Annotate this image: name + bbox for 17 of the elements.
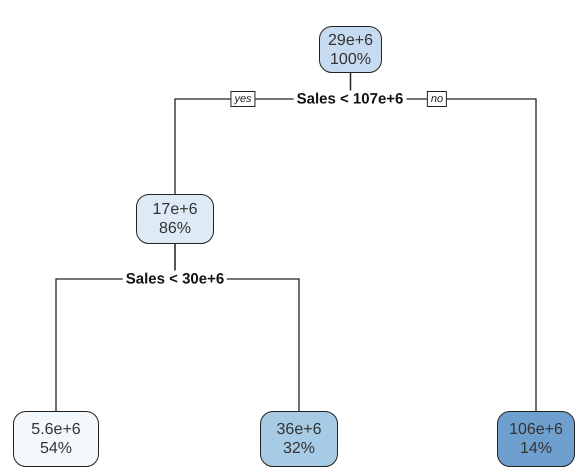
- tree-node: [260, 411, 338, 467]
- node-percent: 32%: [282, 439, 316, 458]
- tree-node: [319, 26, 382, 73]
- node-value: 17e+6: [152, 200, 198, 219]
- node-value: 29e+6: [328, 30, 373, 50]
- node-percent: 86%: [158, 219, 192, 238]
- tree-node: [136, 194, 214, 244]
- node-percent: 14%: [520, 439, 552, 458]
- node-value: 5.6e+6: [31, 420, 81, 439]
- edge-label: yes: [230, 91, 256, 107]
- node-value: 36e+6: [276, 420, 322, 439]
- tree-node: [497, 411, 575, 467]
- node-value: 106e+6: [509, 420, 563, 439]
- node-percent: 100%: [330, 50, 371, 68]
- tree-node: [13, 411, 99, 467]
- node-percent: 54%: [40, 439, 72, 458]
- edge-label: no: [426, 91, 448, 107]
